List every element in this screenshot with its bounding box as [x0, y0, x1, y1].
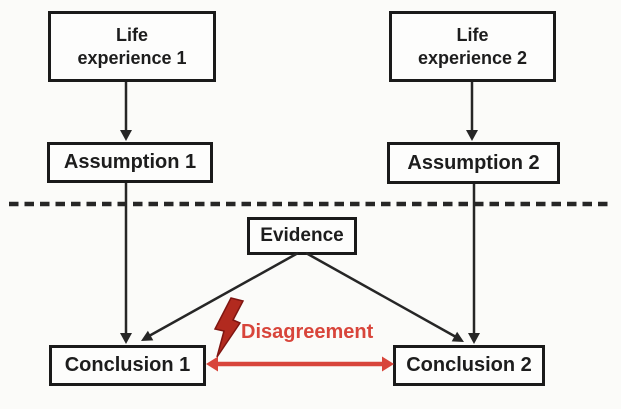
node-life-experience-2: Life experience 2: [389, 11, 556, 82]
node-label: Life: [456, 24, 489, 45]
node-evidence: Evidence: [247, 217, 357, 255]
node-label: Assumption 1: [63, 151, 197, 173]
node-assumption-2: Assumption 2: [387, 142, 560, 184]
node-label: Life: [115, 24, 148, 45]
lightning-bolt-icon: [213, 297, 245, 358]
node-label: experience 2: [417, 47, 528, 68]
arrowhead-assumption2-to-conclusion2: [468, 333, 480, 344]
node-label: Evidence: [260, 225, 344, 246]
node-label: Conclusion 1: [64, 354, 191, 376]
node-label: Conclusion 2: [406, 354, 532, 376]
disagreement-arrowhead-left: [206, 356, 218, 372]
node-label: Assumption 2: [407, 151, 540, 174]
node-conclusion-2: Conclusion 2: [393, 345, 545, 386]
node-assumption-1: Assumption 1: [47, 142, 213, 183]
node-label: experience 1: [77, 47, 187, 68]
arrowhead-assumption1-to-conclusion1: [120, 333, 132, 344]
arrowhead-life1-to-assumption1: [120, 130, 132, 141]
node-conclusion-1: Conclusion 1: [49, 345, 206, 386]
node-life-experience-1: Life experience 1: [48, 11, 216, 82]
disagreement-label: Disagreement: [241, 321, 374, 343]
arrowhead-evidence-to-conclusion2: [451, 331, 464, 342]
arrowhead-life2-to-assumption2: [466, 130, 478, 141]
arrowhead-evidence-to-conclusion1: [141, 330, 154, 341]
